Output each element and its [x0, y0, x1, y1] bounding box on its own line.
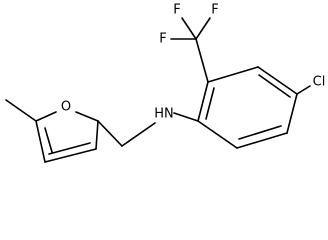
bond-ar-c6-c1 [197, 120, 238, 149]
bond-lines [5, 17, 311, 163]
bond-ar-c2-c3 [207, 66, 259, 83]
bond-ar-cl [296, 85, 311, 95]
fluorine-left-label: F [159, 32, 166, 47]
bond-ar-c5-c6-inner [238, 125, 282, 140]
amine-label: HN [154, 107, 174, 122]
bond-ar-c5-c6 [236, 132, 288, 149]
bond-n-aryl [173, 112, 199, 122]
bond-furan-c3-c4 [44, 148, 97, 163]
bond-methyl [5, 99, 37, 122]
bond-ch2-n [121, 122, 156, 147]
bond-ar-c3-c4-inner [258, 74, 291, 98]
atom-labels: O HN Cl F F F [61, 3, 325, 122]
oxygen-label: O [61, 100, 71, 115]
bond-furan-c4-c5 [35, 120, 46, 163]
bond-furan-c3-c4-inner [48, 142, 91, 155]
bond-ar-cf3 [195, 38, 209, 83]
bond-furan-c5-o [35, 111, 57, 122]
bond-ar-c3-c4 [257, 66, 298, 95]
bond-furan-o-c2 [75, 111, 99, 122]
bond-cf3-f-top-left [181, 17, 197, 40]
bond-ar-c1-c2-inner [205, 87, 215, 120]
structure-diagram: O HN Cl F F F [5, 3, 325, 163]
bond-cf3-f-top-right [195, 17, 211, 40]
bond-ar-c1-c2 [197, 81, 209, 122]
chlorine-label: Cl [313, 75, 326, 90]
molecule-drawing: O HN Cl F F F [5, 3, 325, 163]
bond-furan-c2-c3 [95, 120, 99, 150]
fluorine-top-left-label: F [173, 3, 180, 18]
bond-furan-c4-c5-inner [44, 127, 53, 153]
bond-c2-ch2 [97, 120, 123, 147]
bond-ar-c4-c5 [286, 93, 298, 134]
fluorine-top-right-label: F [211, 3, 218, 18]
